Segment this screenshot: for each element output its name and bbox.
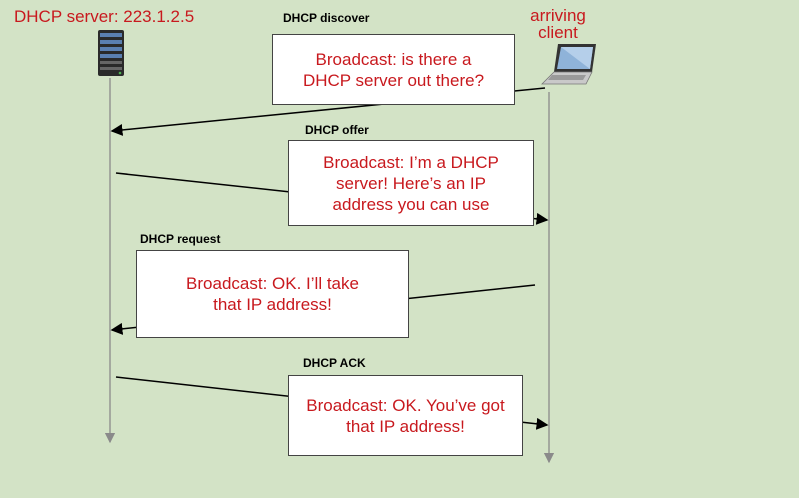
discover-message-text: Broadcast: is there a DHCP server out th…	[302, 49, 485, 90]
client-label: arriving client	[528, 7, 588, 41]
server-tower-icon	[98, 30, 124, 76]
server-label: DHCP server: 223.1.2.5	[14, 7, 195, 26]
client-label-line1: arriving	[530, 6, 586, 25]
request-message-text: Broadcast: OK. I’ll take that IP address…	[186, 274, 359, 314]
laptop-icon	[541, 44, 596, 85]
request-label: DHCP request	[140, 232, 221, 246]
ack-label: DHCP ACK	[303, 356, 366, 370]
discover-label: DHCP discover	[283, 11, 370, 25]
client-label-line2: client	[538, 23, 578, 42]
offer-label: DHCP offer	[305, 123, 369, 137]
ack-message-box: Broadcast: OK. You’ve got that IP addres…	[288, 375, 523, 456]
offer-message-text: Broadcast: I’m a DHCP server! Here’s an …	[323, 152, 499, 214]
request-message-box: Broadcast: OK. I’ll take that IP address…	[136, 250, 409, 338]
ack-message-text: Broadcast: OK. You’ve got that IP addres…	[306, 395, 505, 436]
discover-message-box: Broadcast: is there a DHCP server out th…	[272, 34, 515, 105]
offer-message-box: Broadcast: I’m a DHCP server! Here’s an …	[288, 140, 534, 226]
